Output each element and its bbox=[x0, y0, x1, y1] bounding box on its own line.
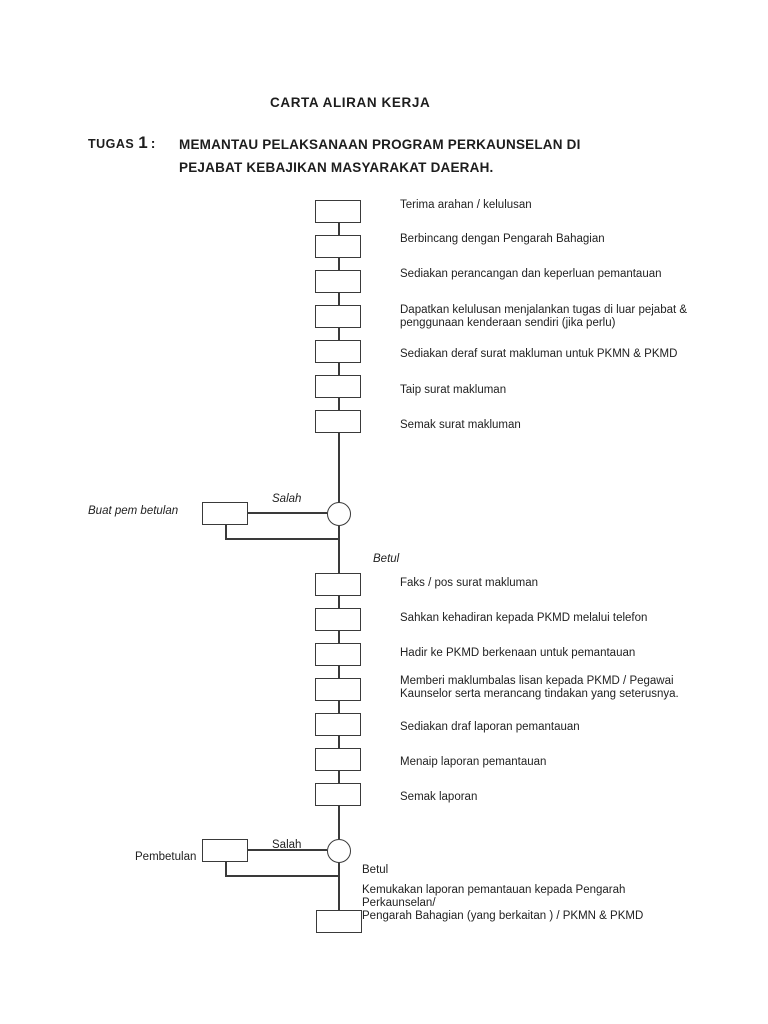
decision1-correct-label: Betul bbox=[373, 553, 400, 565]
decision-circle-2 bbox=[327, 839, 351, 863]
process-box-3 bbox=[315, 270, 361, 293]
process-box-10 bbox=[315, 643, 361, 666]
correction-box-1 bbox=[202, 502, 248, 525]
process-box-14 bbox=[315, 783, 361, 806]
connector-line bbox=[338, 398, 340, 410]
process-box-1 bbox=[315, 200, 361, 223]
connector-line bbox=[338, 223, 340, 235]
connector-line bbox=[248, 512, 327, 514]
process-box-11 bbox=[315, 678, 361, 701]
connector-line bbox=[248, 849, 327, 851]
decision2-wrong-label: Salah bbox=[272, 839, 302, 851]
step-label-6: Taip surat makluman bbox=[400, 384, 507, 396]
process-box-13 bbox=[315, 748, 361, 771]
final-step-label: Kemukakan laporan pemantauan kepada Peng… bbox=[362, 884, 644, 922]
process-box-9 bbox=[315, 608, 361, 631]
connector-line bbox=[338, 806, 340, 839]
task-description: MEMANTAU PELAKSANAAN PROGRAM PERKAUNSELA… bbox=[179, 137, 581, 175]
step-label-2: Berbincang dengan Pengarah Bahagian bbox=[400, 233, 605, 245]
decision1-action-label: Buat pem betulan bbox=[88, 505, 179, 517]
connector-line bbox=[338, 258, 340, 270]
step-label-14: Semak laporan bbox=[400, 791, 478, 803]
connector-line bbox=[338, 526, 340, 573]
process-box-5 bbox=[315, 340, 361, 363]
connector-line bbox=[225, 525, 227, 539]
connector-line bbox=[225, 875, 340, 877]
task-colon: : bbox=[150, 135, 156, 151]
decision2-correct-label: Betul bbox=[362, 864, 389, 876]
process-box-8 bbox=[315, 573, 361, 596]
process-box-12 bbox=[315, 713, 361, 736]
step-label-13: Menaip laporan pemantauan bbox=[400, 756, 547, 768]
step-label-12: Sediakan draf laporan pemantauan bbox=[400, 721, 580, 733]
connector-line bbox=[338, 631, 340, 643]
connector-line bbox=[338, 293, 340, 305]
connector-line bbox=[338, 863, 340, 910]
step-label-5: Sediakan deraf surat makluman untuk PKMN… bbox=[400, 348, 678, 360]
step-label-11: Memberi maklumbalas lisan kepada PKMD / … bbox=[400, 675, 679, 700]
step-label-4: Dapatkan kelulusan menjalankan tugas di … bbox=[400, 304, 688, 329]
connector-line bbox=[338, 736, 340, 748]
step-label-1: Terima arahan / kelulusan bbox=[400, 199, 532, 211]
correction-box-2 bbox=[202, 839, 248, 862]
connector-line bbox=[338, 433, 340, 503]
process-box-7 bbox=[315, 410, 361, 433]
process-box-6 bbox=[315, 375, 361, 398]
connector-line bbox=[338, 771, 340, 783]
process-box-2 bbox=[315, 235, 361, 258]
step-label-9: Sahkan kehadiran kepada PKMD melalui tel… bbox=[400, 612, 648, 624]
step-label-7: Semak surat makluman bbox=[400, 419, 521, 431]
connector-line bbox=[338, 666, 340, 678]
process-box-final bbox=[316, 910, 362, 933]
page-title: CARTA ALIRAN KERJA bbox=[270, 95, 431, 110]
process-box-4 bbox=[315, 305, 361, 328]
connector-line bbox=[225, 538, 339, 540]
connector-line bbox=[338, 328, 340, 340]
decision1-wrong-label: Salah bbox=[272, 493, 302, 505]
step-label-8: Faks / pos surat makluman bbox=[400, 577, 539, 589]
decision2-action-label: Pembetulan bbox=[135, 851, 197, 863]
decision-circle-1 bbox=[327, 502, 351, 526]
connector-line bbox=[338, 596, 340, 608]
task-number: 1 bbox=[138, 133, 148, 152]
connector-line bbox=[338, 701, 340, 713]
step-label-3: Sediakan perancangan dan keperluan peman… bbox=[400, 268, 662, 280]
task-label: TUGAS bbox=[88, 137, 135, 151]
connector-line bbox=[225, 862, 227, 877]
step-label-10: Hadir ke PKMD berkenaan untuk pemantauan bbox=[400, 647, 636, 659]
connector-line bbox=[338, 363, 340, 375]
